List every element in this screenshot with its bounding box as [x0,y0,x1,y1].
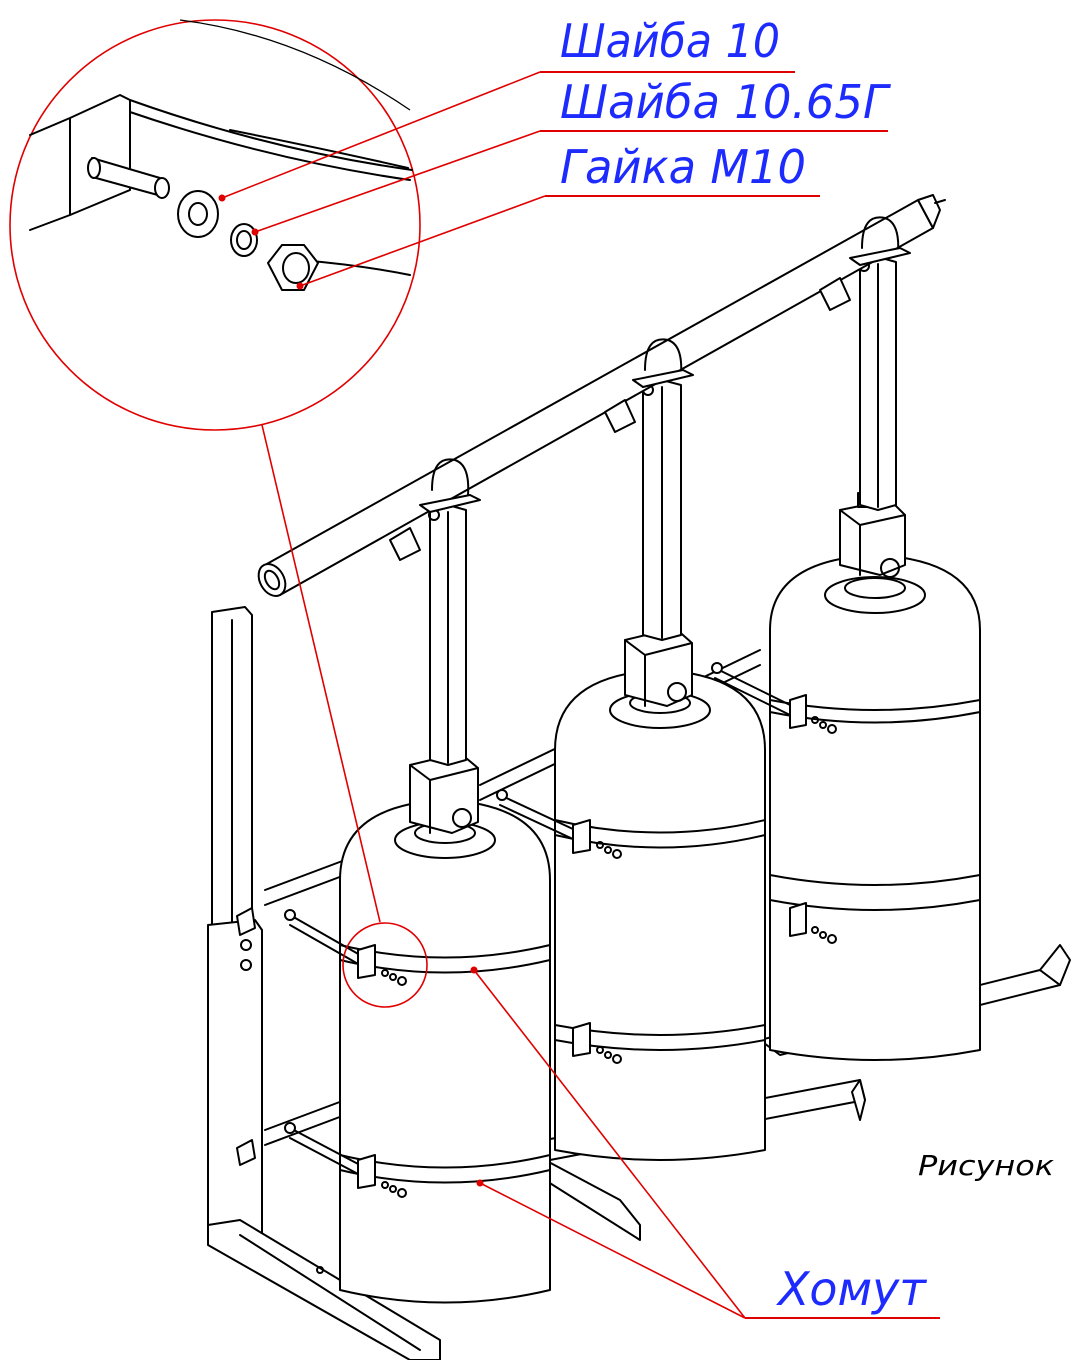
cylinder-3 [769,554,981,1061]
tie-rods [284,662,791,1176]
manifold-pipe [257,194,946,597]
spring-washer-label: Шайба 10.65Г [560,75,891,129]
leader-washer [218,71,795,202]
washer-part [177,190,219,238]
leader-spring-washer [251,130,888,236]
figure-caption: Рисунок [918,1149,1054,1182]
cylinder-2 [554,669,766,1161]
leader-nut [296,195,820,290]
nut-label: Гайка М10 [560,140,806,194]
detail-connector [261,424,381,923]
front-frame [207,606,641,1360]
clamp-label: Хомут [776,1262,927,1316]
clamp-lugs [236,694,807,1189]
leader-clamp [470,966,940,1319]
detail-view [9,19,421,431]
cylinder-1 [339,799,551,1304]
clamp-nuts [381,716,837,1198]
detail-source-circle [342,922,428,1008]
washer-label: Шайба 10 [560,14,780,68]
spring-washer-part [230,223,258,257]
